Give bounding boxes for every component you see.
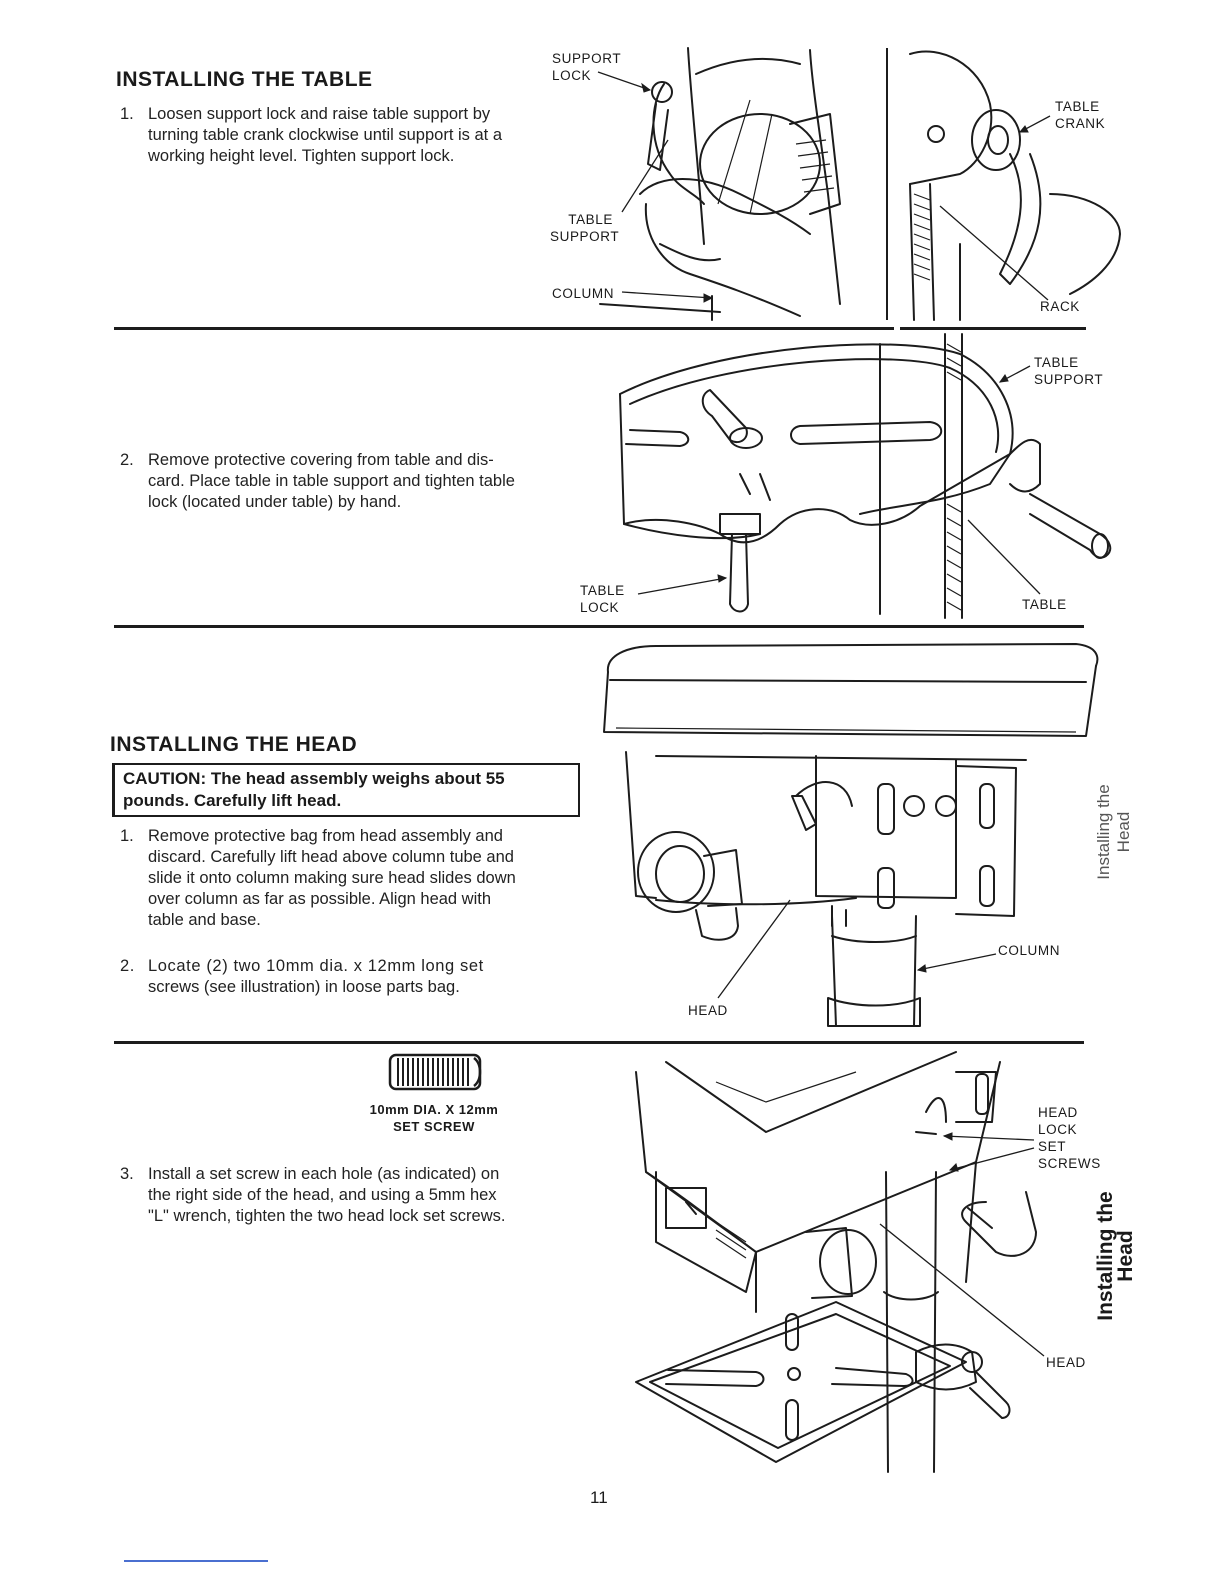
callout-line: LOCK [1038, 1122, 1078, 1137]
callout-line: SET [1038, 1139, 1067, 1154]
step-line: Install a set screw in each hole (as ind… [148, 1165, 500, 1183]
step-line: table and base. [148, 911, 261, 929]
callout-line: TABLE [1055, 99, 1100, 114]
callout-line: LOCK [552, 68, 592, 83]
callout-line: TABLE [580, 583, 625, 598]
figure-table-crank-illustration [909, 50, 1121, 321]
callout-line: LOCK [580, 600, 620, 615]
step-line: slide it onto column making sure head sl… [148, 869, 516, 887]
callout-column: COLUMN [552, 286, 615, 301]
section-rule [114, 327, 894, 330]
callout-rack: RACK [1040, 299, 1080, 314]
figure-divider [886, 48, 888, 320]
step-number: 1. [120, 105, 134, 123]
side-tab-line: Installing the [1094, 1191, 1117, 1321]
figure-set-screws-illustration [635, 1051, 1037, 1473]
section-heading-installing-table: INSTALLING THE TABLE [116, 68, 373, 91]
callout-line: TABLE [1034, 355, 1079, 370]
step-number: 3. [120, 1165, 134, 1183]
page-number: 11 [590, 1488, 608, 1507]
callout-support-lock: SUPPORT LOCK [552, 50, 621, 84]
side-tab-installing-head-2: Installing the Head [1094, 1190, 1137, 1322]
caption-line: 10mm DIA. X 12mm [369, 1102, 499, 1117]
callout-table-crank: TABLE CRANK [1055, 98, 1105, 132]
callout-line: HEAD [1038, 1105, 1078, 1120]
footer-rule [124, 1560, 268, 1562]
figure-table-illustration [619, 333, 1112, 619]
step-line: turning table crank clockwise until supp… [148, 126, 503, 144]
step-line: card. Place table in table support and t… [148, 472, 515, 490]
caution-line: CAUTION: The head assembly weighs about … [123, 769, 505, 788]
callout-table: TABLE [1022, 597, 1067, 612]
callout-table-lock: TABLE LOCK [580, 582, 625, 616]
section-rule [114, 625, 1084, 628]
figure-head-on-column-illustration [603, 643, 1099, 1027]
step-line: screws (see illustration) in loose parts… [148, 978, 460, 996]
section-heading-installing-head: INSTALLING THE HEAD [110, 733, 358, 756]
figure-1-leaders [597, 71, 1051, 303]
head-step-3: 3. Install a set screw in each hole (as … [120, 1164, 590, 1230]
section-rule [114, 1041, 1084, 1044]
section-rule [900, 327, 1086, 330]
set-screw-caption: 10mm DIA. X 12mm SET SCREW [346, 1101, 522, 1135]
callout-table-support-2: TABLE SUPPORT [1034, 354, 1103, 388]
callout-head-lock-set-screws: HEAD LOCK SET SCREWS [1038, 1104, 1101, 1172]
side-tab-line: Head [1114, 1230, 1137, 1282]
step-line: discard. Carefully lift head above colum… [148, 848, 514, 866]
callout-head-3: HEAD [688, 1003, 728, 1018]
step-line: over column as far as possible. Align he… [148, 890, 492, 908]
callout-line: TABLE [568, 212, 613, 227]
figure-support-lock-illustration [599, 47, 841, 321]
callout-line: SUPPORT [552, 51, 622, 66]
step-line: Remove protective bag from head assembly… [148, 827, 503, 845]
head-step-1: 1. Remove protective bag from head assem… [120, 826, 590, 936]
step-line: the right side of the head, and using a … [148, 1186, 497, 1204]
step-line: Loosen support lock and raise table supp… [148, 105, 491, 123]
caution-line: pounds. Carefully lift head. [123, 791, 342, 810]
step-line: "L" wrench, tighten the two head lock se… [148, 1207, 506, 1225]
callout-line: SCREWS [1038, 1156, 1101, 1171]
table-step-2: 2. Remove protective covering from table… [120, 450, 590, 516]
callout-head-4: HEAD [1046, 1355, 1086, 1370]
step-line: Remove protective covering from table an… [148, 451, 494, 469]
callout-column-3: COLUMN [998, 943, 1061, 958]
figure-4-leaders [879, 1132, 1045, 1357]
caution-box: CAUTION: The head assembly weighs about … [112, 763, 580, 817]
caption-line: SET SCREW [393, 1119, 475, 1134]
step-number: 2. [120, 451, 134, 469]
step-number: 1. [120, 827, 134, 845]
figure-2-leaders [637, 365, 1041, 595]
step-line: working height level. Tighten support lo… [148, 147, 455, 165]
callout-line: SUPPORT [1034, 372, 1104, 387]
figure-3-leaders [717, 899, 997, 999]
callout-line: SUPPORT [550, 229, 620, 244]
step-line: lock (located under table) by hand. [148, 493, 402, 511]
step-number: 2. [120, 957, 135, 975]
table-step-1: 1. Loosen support lock and raise table s… [120, 104, 590, 170]
head-step-2: 2. Locate (2) two 10mm dia. x 12mm long … [120, 956, 590, 1000]
set-screw-icon [388, 1053, 482, 1091]
callout-line: CRANK [1055, 116, 1106, 131]
callout-table-support: TABLE SUPPORT [550, 211, 619, 245]
step-line: Locate (2) two 10mm dia. x 12mm long set [148, 957, 484, 975]
